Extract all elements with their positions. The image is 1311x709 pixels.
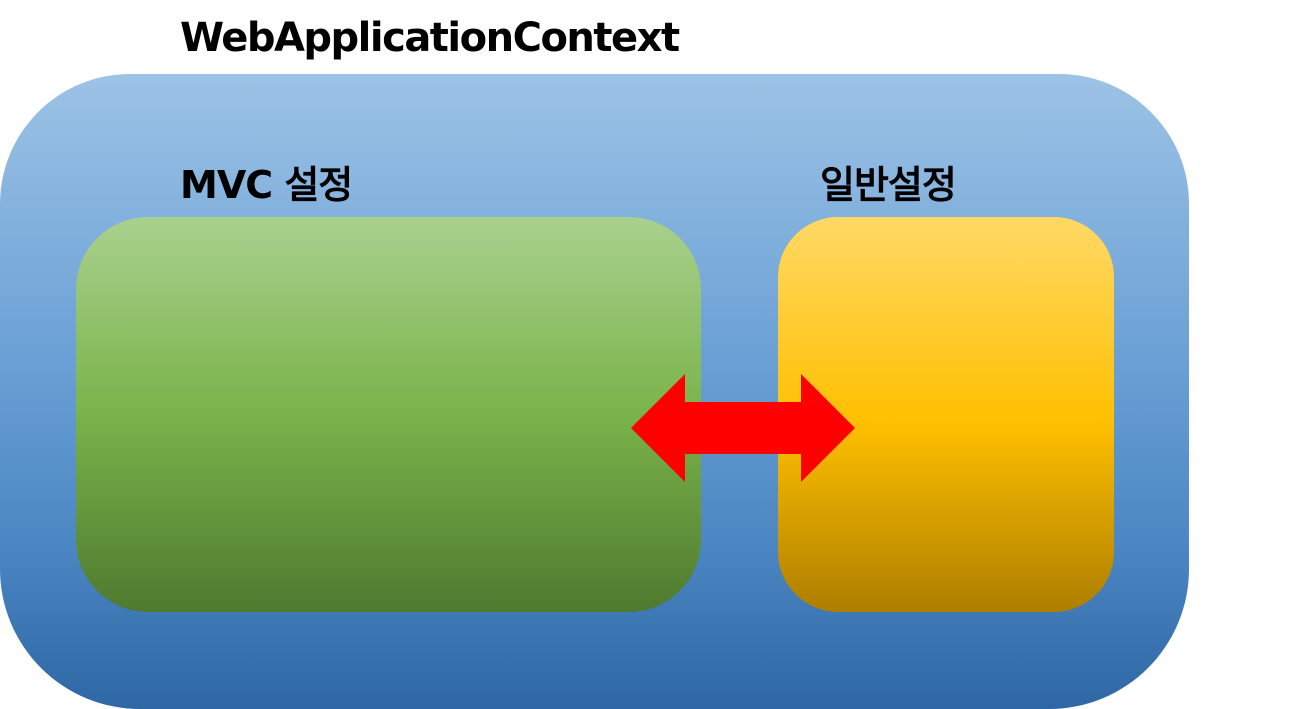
mvc-config-label: MVC 설정 <box>180 163 353 207</box>
diagram-title: WebApplicationContext <box>180 15 680 61</box>
arrow-shape <box>631 374 855 482</box>
mvc-config-box <box>76 217 701 612</box>
general-config-label: 일반설정 <box>820 163 957 207</box>
double-headed-arrow-icon <box>631 374 855 482</box>
